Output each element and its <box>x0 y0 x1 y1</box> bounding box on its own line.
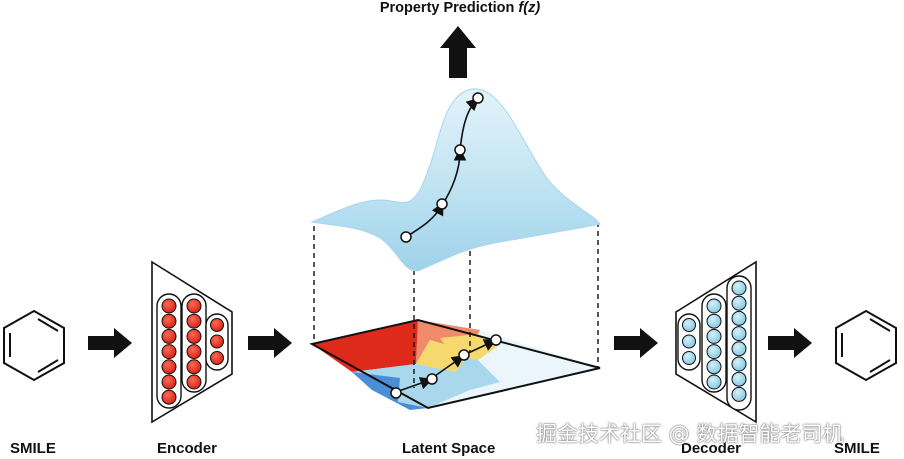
projection-lines <box>313 222 599 388</box>
encoder-nodes <box>161 298 224 405</box>
property-surface <box>310 88 601 272</box>
neuron-node <box>731 295 747 311</box>
neuron-node <box>706 374 722 390</box>
benzene-right-icon <box>835 309 897 382</box>
decoder-nodes <box>682 280 747 402</box>
neuron-node <box>161 374 177 390</box>
decoder-block <box>675 260 757 424</box>
neuron-node <box>731 371 747 387</box>
neuron-node <box>706 313 722 329</box>
neuron-node <box>731 386 747 402</box>
neuron-node <box>731 310 747 326</box>
neuron-node <box>210 351 224 365</box>
latent-space-label: Latent Space <box>402 440 496 457</box>
neuron-node <box>682 334 696 349</box>
neuron-node <box>186 359 202 375</box>
encoder-label: Encoder <box>157 440 218 457</box>
neuron-node <box>682 351 696 365</box>
neuron-node <box>186 374 202 390</box>
arrow-smile-to-encoder <box>88 328 132 358</box>
neuron-node <box>210 334 224 349</box>
arrow-encoder-to-latent <box>248 328 292 358</box>
smile-output-label: SMILE <box>834 440 880 457</box>
neuron-node <box>682 318 696 332</box>
neuron-node <box>706 328 722 344</box>
neuron-node <box>186 313 202 329</box>
neuron-node <box>186 344 202 360</box>
watermark-text: 掘金技术社区 @ 数据智能老司机 <box>536 422 844 446</box>
property-prediction-title: Property Prediction f(z) <box>379 0 541 16</box>
latent-plane <box>309 318 601 410</box>
neuron-node <box>186 298 202 314</box>
neuron-node <box>210 318 224 332</box>
neuron-node <box>186 328 202 344</box>
decoder-label: Decoder <box>681 440 742 457</box>
smile-input-label: SMILE <box>10 440 56 457</box>
neuron-node <box>731 326 747 342</box>
neuron-node <box>706 344 722 360</box>
arrow-latent-to-decoder <box>614 328 658 358</box>
neuron-node <box>731 341 747 357</box>
benzene-left-icon <box>3 309 65 382</box>
neuron-node <box>161 328 177 344</box>
neuron-node <box>706 359 722 375</box>
neuron-node <box>161 298 177 314</box>
encoder-block <box>151 260 233 424</box>
neuron-node <box>161 344 177 360</box>
neuron-node <box>706 298 722 314</box>
neuron-node <box>161 313 177 329</box>
neuron-node <box>731 280 747 296</box>
surface-trajectory <box>400 92 484 243</box>
neuron-node <box>161 389 177 405</box>
neuron-node <box>731 356 747 372</box>
neuron-node <box>161 359 177 375</box>
output-arrow-up <box>440 26 476 78</box>
arrow-decoder-to-smile <box>768 328 812 358</box>
latent-trajectory <box>390 334 502 399</box>
